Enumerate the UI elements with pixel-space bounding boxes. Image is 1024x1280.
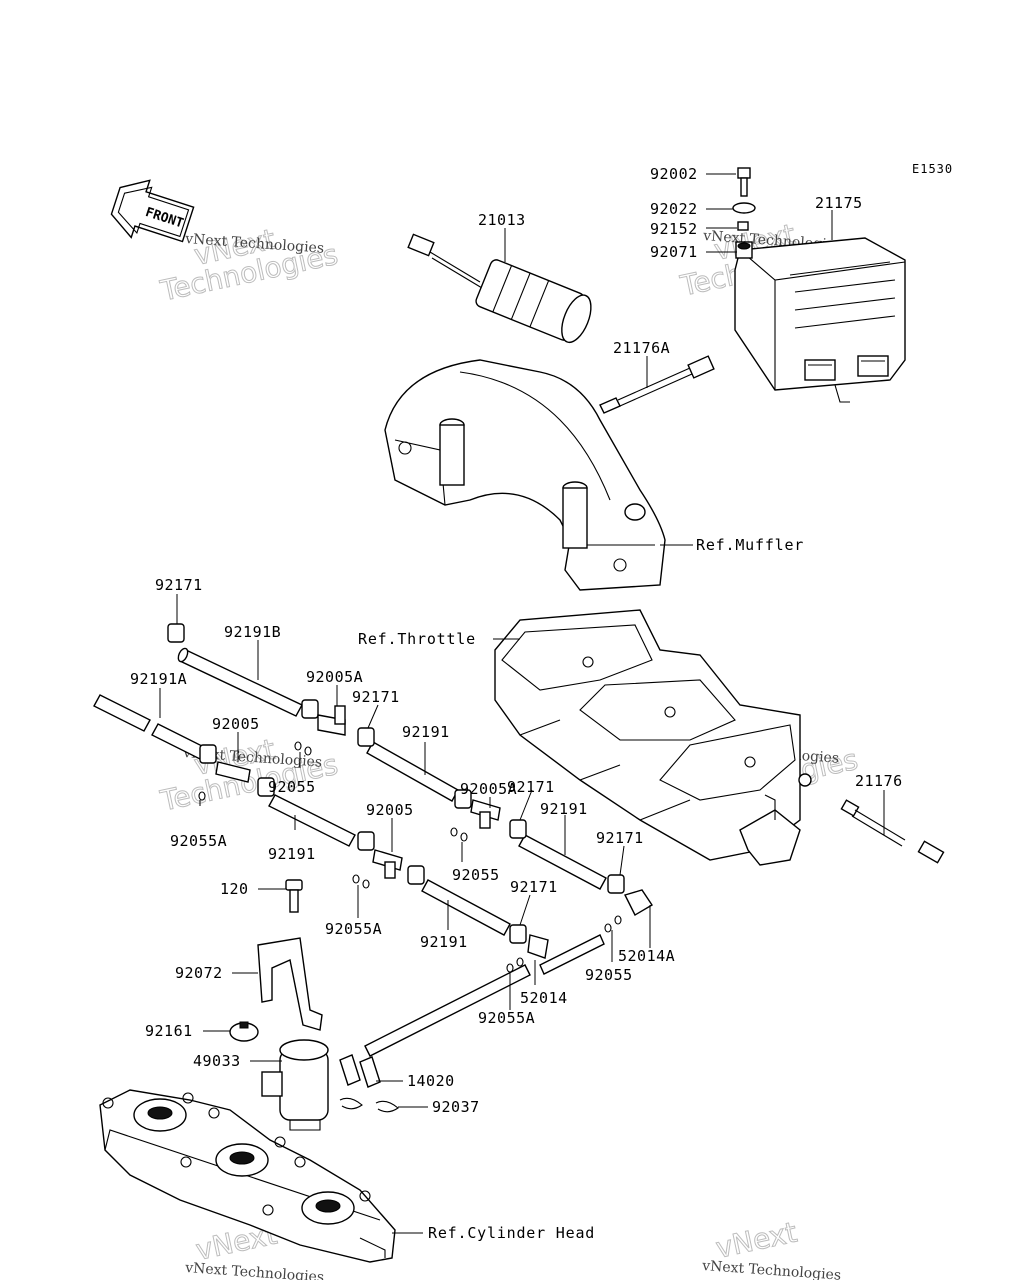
- label-92171: 92171: [596, 829, 644, 847]
- label-92072: 92072: [175, 964, 223, 982]
- fittings: [215, 705, 653, 959]
- label-92005A: 92005A: [460, 780, 517, 798]
- label-21176A: 21176A: [613, 339, 670, 357]
- label-92161: 92161: [145, 1022, 193, 1040]
- throttle-body-drawing: [494, 609, 812, 866]
- reference-labels: Ref.Muffler Ref.Throttle Ref.Cylinder He…: [358, 536, 804, 1242]
- label-92171: 92171: [352, 688, 400, 706]
- label-92191B: 92191B: [224, 623, 281, 641]
- label-92055A: 92055A: [478, 1009, 535, 1027]
- label-92191: 92191: [420, 933, 468, 951]
- part-21176-drawing: [840, 799, 945, 864]
- part-labels: 92002 92022 92152 92071 21175 21013 2117…: [130, 165, 903, 1116]
- label-92071: 92071: [650, 243, 698, 261]
- ecu-21175-drawing: [734, 237, 906, 403]
- label-21175: 21175: [815, 194, 863, 212]
- label-92152: 92152: [650, 220, 698, 238]
- label-92005: 92005: [212, 715, 260, 733]
- label-92191: 92191: [402, 723, 450, 741]
- label-92055: 92055: [585, 966, 633, 984]
- o-rings: [198, 741, 622, 973]
- label-92191: 92191: [540, 800, 588, 818]
- label-52014: 52014: [520, 989, 568, 1007]
- part-21176A-drawing: [599, 355, 715, 414]
- label-92002: 92002: [650, 165, 698, 183]
- bracket-valve-drawing: [229, 879, 399, 1131]
- front-arrow-icon: FRONT: [110, 179, 195, 243]
- watermark-bottom-right: vNext: [712, 1215, 800, 1265]
- label-92022: 92022: [650, 200, 698, 218]
- label-49033: 49033: [193, 1052, 241, 1070]
- label-92037: 92037: [432, 1098, 480, 1116]
- label-120: 120: [220, 880, 249, 898]
- label-92171: 92171: [510, 878, 558, 896]
- label-92005: 92005: [366, 801, 414, 819]
- label-92171: 92171: [155, 576, 203, 594]
- label-92005A: 92005A: [306, 668, 363, 686]
- label-92055A: 92055A: [325, 920, 382, 938]
- watermark-text: vNext Technologies: [701, 1258, 842, 1280]
- svg-text:vNext: vNext: [713, 1216, 800, 1265]
- label-52014A: 52014A: [618, 947, 675, 965]
- label-21013: 21013: [478, 211, 526, 229]
- part-21013-drawing: [407, 233, 592, 344]
- label-92055: 92055: [452, 866, 500, 884]
- label-92055A: 92055A: [170, 832, 227, 850]
- label-92055: 92055: [268, 778, 316, 796]
- label-92191A: 92191A: [130, 670, 187, 688]
- label-14020: 14020: [407, 1072, 455, 1090]
- label-92191: 92191: [268, 845, 316, 863]
- ecu-fasteners: [732, 167, 756, 259]
- diagram-code: E1530: [912, 162, 953, 176]
- muffler-drawing: [384, 359, 666, 591]
- ref-throttle-label: Ref.Throttle: [358, 630, 476, 648]
- hoses: [93, 647, 607, 1057]
- ref-cylinder-head-label: Ref.Cylinder Head: [428, 1224, 595, 1242]
- label-21176: 21176: [855, 772, 903, 790]
- watermark-text: vNext Technologies: [184, 1260, 325, 1280]
- cylinder-head-drawing: [99, 1089, 396, 1263]
- label-92171: 92171: [507, 778, 555, 796]
- ref-muffler-label: Ref.Muffler: [696, 536, 804, 554]
- clamps: [167, 623, 625, 944]
- leader-lines: [159, 173, 885, 1234]
